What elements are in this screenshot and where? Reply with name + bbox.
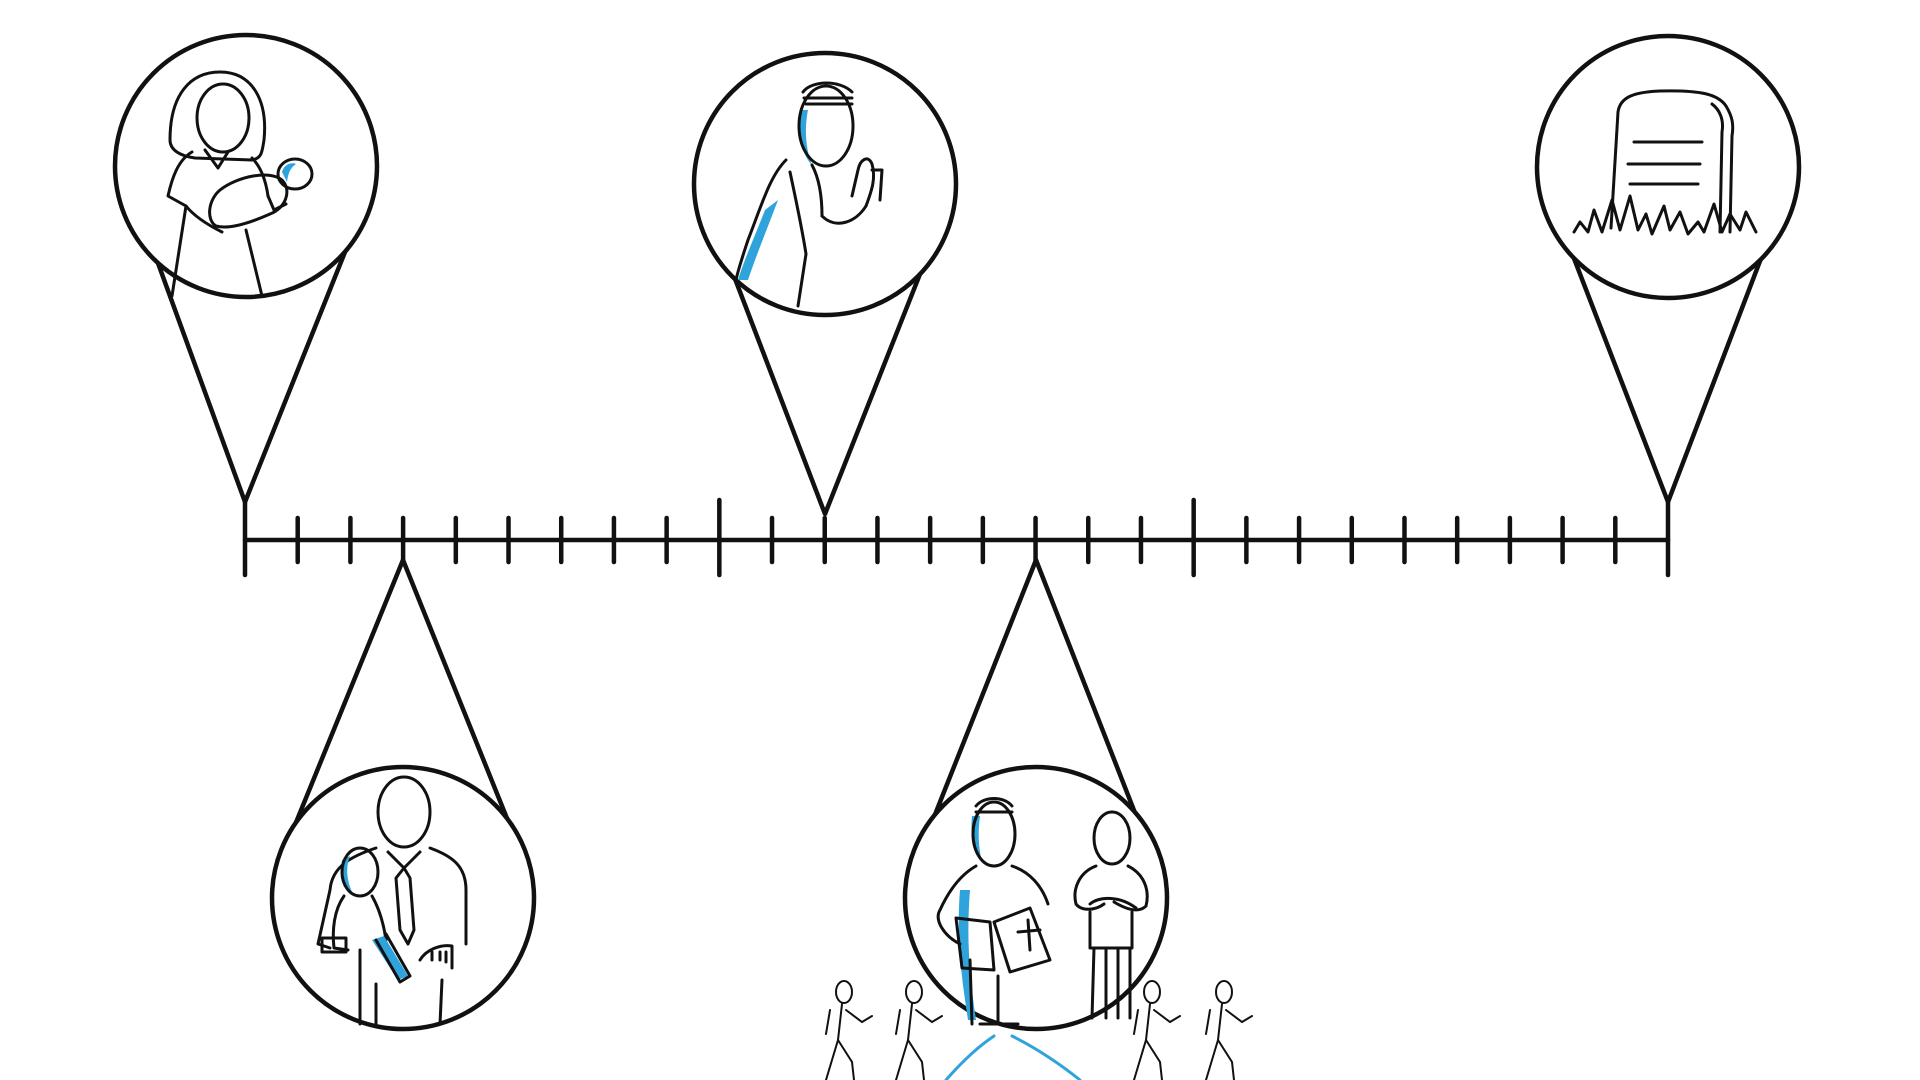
marker-birth <box>112 32 380 505</box>
man-praying-icon <box>734 81 884 308</box>
walking-person <box>895 980 943 1080</box>
marker-parenthood <box>269 557 537 1032</box>
mother-holding-baby-icon <box>166 70 314 298</box>
walking-person <box>825 980 873 1080</box>
timeline-ticks <box>242 497 1671 578</box>
walking-person <box>1133 980 1181 1080</box>
marker-learning <box>902 557 1170 1032</box>
timeline-axis <box>242 497 1671 578</box>
marker-death <box>1534 33 1802 505</box>
father-and-child-icon <box>316 775 468 1026</box>
men-with-books-icon <box>936 797 1149 1026</box>
gravestone-icon <box>1572 89 1758 236</box>
walking-person <box>1205 980 1253 1080</box>
marker-faith <box>691 50 959 517</box>
people-walking-icon <box>825 980 1253 1080</box>
